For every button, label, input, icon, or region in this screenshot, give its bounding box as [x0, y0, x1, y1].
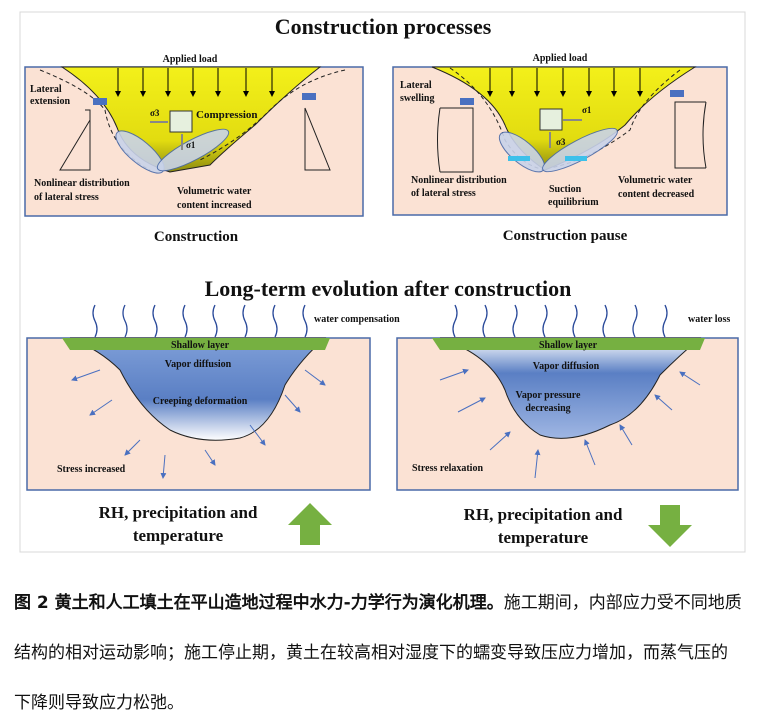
svg-text:water compensation: water compensation [314, 314, 400, 325]
panel-caption-pause: Construction pause [503, 228, 628, 244]
svg-text:temperature: temperature [498, 528, 589, 547]
svg-text:Vapor pressure: Vapor pressure [516, 390, 581, 401]
panel-caption-construction: Construction [154, 229, 239, 245]
svg-text:Vapor diffusion: Vapor diffusion [165, 359, 232, 370]
svg-text:Nonlinear distribution: Nonlinear distribution [34, 178, 130, 189]
top-title: Construction processes [275, 14, 492, 39]
svg-text:Nonlinear distribution: Nonlinear distribution [411, 175, 507, 186]
svg-text:Volumetric water: Volumetric water [177, 186, 252, 197]
svg-text:Compression: Compression [196, 109, 258, 121]
svg-text:Lateral: Lateral [400, 80, 432, 91]
svg-text:of lateral stress: of lateral stress [411, 188, 476, 199]
svg-text:σ3: σ3 [556, 137, 566, 147]
bottom-title: Long-term evolution after construction [205, 276, 572, 301]
svg-text:Applied load: Applied load [163, 54, 218, 65]
figure-caption: 图 2 黄土和人工填土在平山造地过程中水力-力学行为演化机理。施工期间，内部应力… [14, 578, 744, 728]
down-arrow-icon [648, 505, 692, 547]
svg-text:σ1: σ1 [186, 140, 196, 150]
up-arrow-icon [288, 503, 332, 545]
caption-title: 图 2 黄土和人工填土在平山造地过程中水力-力学行为演化机理。 [14, 593, 504, 613]
svg-text:of lateral stress: of lateral stress [34, 192, 99, 203]
svg-text:equilibrium: equilibrium [548, 197, 599, 208]
svg-text:Creeping deformation: Creeping deformation [153, 396, 248, 407]
svg-text:water loss: water loss [688, 314, 730, 325]
svg-text:Suction: Suction [549, 184, 582, 195]
svg-text:swelling: swelling [400, 93, 434, 104]
svg-text:RH, precipitation and: RH, precipitation and [464, 505, 623, 524]
svg-text:Applied load: Applied load [533, 53, 588, 64]
svg-text:extension: extension [30, 96, 70, 107]
svg-text:temperature: temperature [133, 526, 224, 545]
svg-text:decreasing: decreasing [525, 403, 570, 414]
svg-text:RH, precipitation and: RH, precipitation and [99, 503, 258, 522]
panel-long-term-dry: water loss Shallow layer Vapor diffusion… [396, 304, 739, 547]
panel-construction: Applied load Lateral extension σ3 σ1 Com… [24, 54, 364, 245]
panel-construction-pause: Applied load Lateral swelling σ1 σ3 Nonl… [392, 53, 728, 244]
svg-text:Lateral: Lateral [30, 84, 62, 95]
svg-text:σ3: σ3 [150, 108, 160, 118]
svg-text:Stress relaxation: Stress relaxation [412, 463, 483, 474]
svg-text:Volumetric water: Volumetric water [618, 175, 693, 186]
svg-text:Vapor diffusion: Vapor diffusion [533, 361, 600, 372]
svg-text:Shallow layer: Shallow layer [539, 340, 598, 351]
caption-text: 施工期间，内部应力受不同地质结构的相对运动影响；施工停止期，黄土在较高相对湿度下… [14, 593, 742, 713]
mechanism-figure: Construction processes Applied load Late… [19, 11, 746, 553]
svg-text:Shallow layer: Shallow layer [171, 340, 230, 351]
svg-text:Stress increased: Stress increased [57, 464, 126, 475]
panel-long-term-wet: water compensation Shallow layer Vapor d… [26, 304, 400, 545]
svg-text:σ1: σ1 [582, 105, 592, 115]
svg-text:content decreased: content decreased [618, 189, 695, 200]
svg-text:content increased: content increased [177, 200, 252, 211]
